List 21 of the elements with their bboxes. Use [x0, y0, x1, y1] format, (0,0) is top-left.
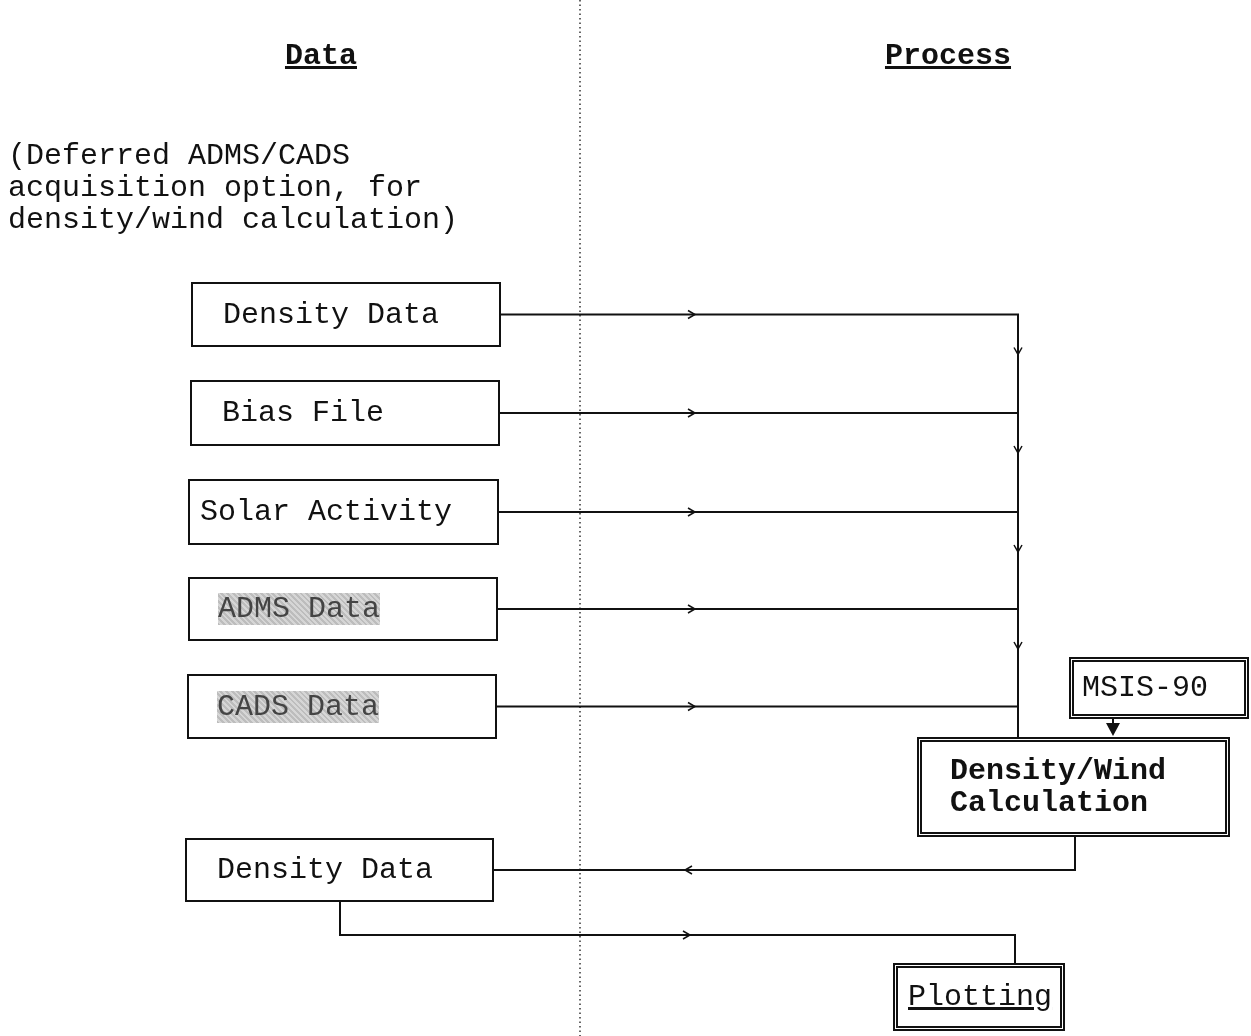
note-text: (Deferred ADMS/CADS acquisition option, for density/wind calculation)	[8, 139, 459, 237]
column-heading: Data	[285, 39, 357, 73]
box-label: Plotting	[908, 981, 1053, 1013]
box-label: Bias File	[222, 397, 385, 429]
box-label: Solar Activity	[200, 496, 453, 528]
box-label: ADMS Data	[218, 593, 381, 625]
box-label: Density/Wind Calculation	[950, 755, 1168, 819]
box-label: CADS Data	[217, 690, 380, 723]
process-box	[1069, 657, 1249, 719]
data-box	[191, 282, 501, 347]
data-box	[188, 577, 498, 641]
process-box	[893, 963, 1065, 1031]
box-label: Density Data	[217, 854, 434, 886]
process-box	[917, 737, 1230, 837]
data-box	[185, 838, 494, 902]
column-heading: Process	[885, 39, 1011, 73]
data-box	[187, 674, 497, 739]
box-label: Density Data	[223, 298, 440, 331]
data-box	[190, 380, 500, 446]
data-box	[188, 479, 499, 545]
box-label: MSIS-90	[1082, 672, 1209, 704]
